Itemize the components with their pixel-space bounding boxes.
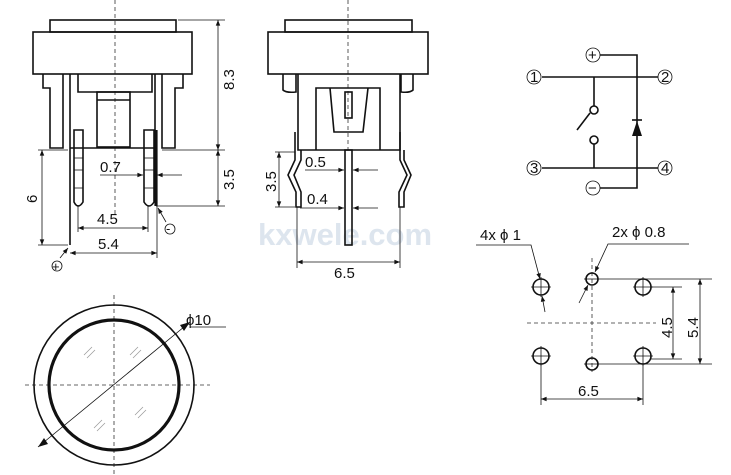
hole-0-8mm: [584, 272, 600, 286]
dim-3-5: 3.5: [263, 171, 280, 192]
dim-5-4: 5.4: [98, 236, 119, 253]
dim-0-5: 0.5: [305, 154, 326, 171]
pin-3-label: 3: [526, 160, 542, 177]
button-cap-top: [49, 19, 177, 33]
minus-terminal: −: [585, 180, 601, 197]
pin-2-label: 2: [657, 69, 673, 86]
dim-5-4: 5.4: [685, 317, 702, 338]
inner-ring: [47, 318, 181, 452]
actuator: [96, 91, 131, 148]
dim-0-7: 0.7: [100, 159, 121, 176]
pcb-footprint: 4x ϕ 1 2x ϕ 0.8 4.5 5.4 6.5: [476, 224, 712, 405]
led-window: [344, 91, 353, 119]
svg-text:1: 1: [530, 69, 538, 86]
switch-lever: [576, 112, 591, 131]
hole-1mm: [633, 277, 653, 297]
button-cap: [32, 31, 193, 75]
hole-1mm: [531, 277, 551, 297]
hole-0-8mm: [584, 357, 600, 371]
svg-text:4: 4: [661, 160, 669, 177]
center-lead: [344, 149, 353, 246]
pin-left: [73, 129, 84, 207]
svg-text:−: −: [588, 180, 597, 197]
button-cap: [267, 31, 429, 75]
small-holes-label: 2x ϕ 0.8: [612, 224, 665, 241]
minus-mark: -: [166, 221, 170, 236]
large-holes-label: 4x ϕ 1: [480, 227, 521, 244]
svg-text:+: +: [588, 47, 597, 64]
front-view: 3.5 0.5 0.4 6.5: [263, 0, 429, 282]
body-outline: [42, 74, 184, 149]
outer-ring: [33, 304, 195, 466]
top-view: ϕ10: [25, 295, 226, 475]
inner-housing: [315, 87, 381, 150]
dim-6-5: 6.5: [578, 383, 599, 400]
dim-3-5: 3.5: [221, 169, 238, 190]
dim-diameter-10: ϕ10: [186, 312, 211, 329]
hole-1mm: [531, 346, 551, 366]
diode-arrow: [632, 121, 642, 136]
circuit-schematic: 1 2 3 4 + −: [526, 47, 673, 197]
plus-terminal: +: [585, 47, 601, 64]
pin-1-label: 1: [526, 69, 542, 86]
pin-right: [143, 129, 155, 207]
plus-mark: +: [52, 259, 60, 274]
inner-housing: [77, 74, 153, 93]
svg-text:3: 3: [530, 160, 538, 177]
dim-0-4: 0.4: [307, 191, 328, 208]
lead-right: [398, 132, 412, 208]
dim-8-3: 8.3: [221, 69, 238, 90]
dim-4-5: 4.5: [659, 317, 676, 338]
body-outline: [297, 74, 401, 151]
side-view: 8.3 3.5 6 0.7 4.5 5.4 + -: [24, 0, 238, 274]
dim-6: 6: [24, 195, 41, 203]
pin-4-label: 4: [657, 160, 673, 177]
button-cap-top: [284, 19, 413, 33]
side-tabs: [282, 74, 414, 94]
dim-6-5: 6.5: [334, 265, 355, 282]
lead-left: [287, 132, 302, 208]
svg-text:2: 2: [661, 69, 669, 86]
hole-1mm: [633, 346, 653, 366]
dim-4-5: 4.5: [97, 211, 118, 228]
diameter-line: [37, 321, 191, 448]
